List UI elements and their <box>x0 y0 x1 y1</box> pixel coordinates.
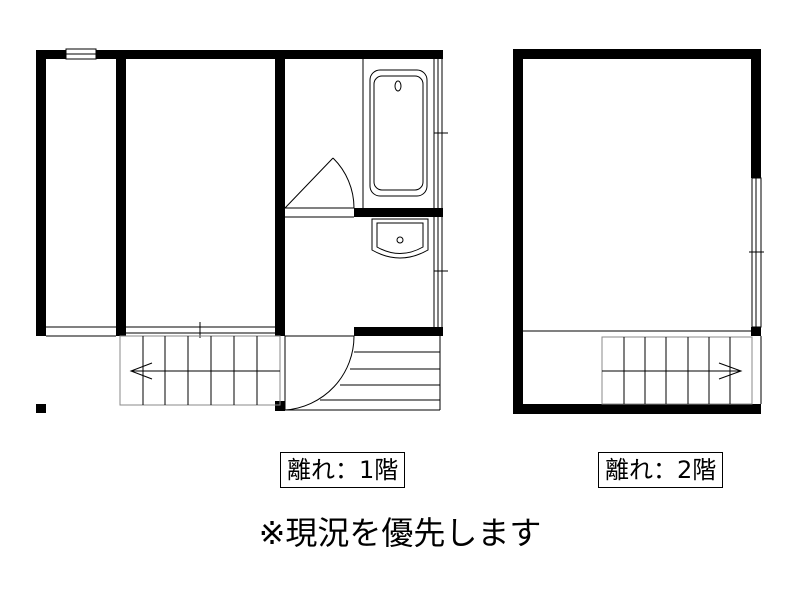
first-floor-plan <box>36 48 448 413</box>
window-2f <box>749 177 764 328</box>
stairs-arrow-icon <box>718 362 743 380</box>
entrance-steps <box>285 336 441 411</box>
walls-2f <box>513 49 761 414</box>
sink <box>371 218 429 259</box>
second-floor-plan <box>513 49 764 414</box>
disclaimer-note: ※現況を優先します <box>258 514 542 552</box>
walls-1f <box>36 50 443 413</box>
door-bath <box>284 157 355 218</box>
pillar <box>36 404 46 413</box>
pillar <box>275 401 285 411</box>
window-top <box>65 48 97 60</box>
second-floor-label: 離れ：2階 <box>598 452 724 488</box>
stairs-1f <box>119 335 281 406</box>
bathtub <box>362 59 428 208</box>
stairs-arrow-icon <box>129 362 153 380</box>
window-right <box>433 59 448 327</box>
first-floor-label: 離れ：1階 <box>280 452 406 488</box>
sliding-doors <box>46 322 275 338</box>
entrance-door <box>284 335 355 411</box>
stairs-2f <box>601 336 753 405</box>
